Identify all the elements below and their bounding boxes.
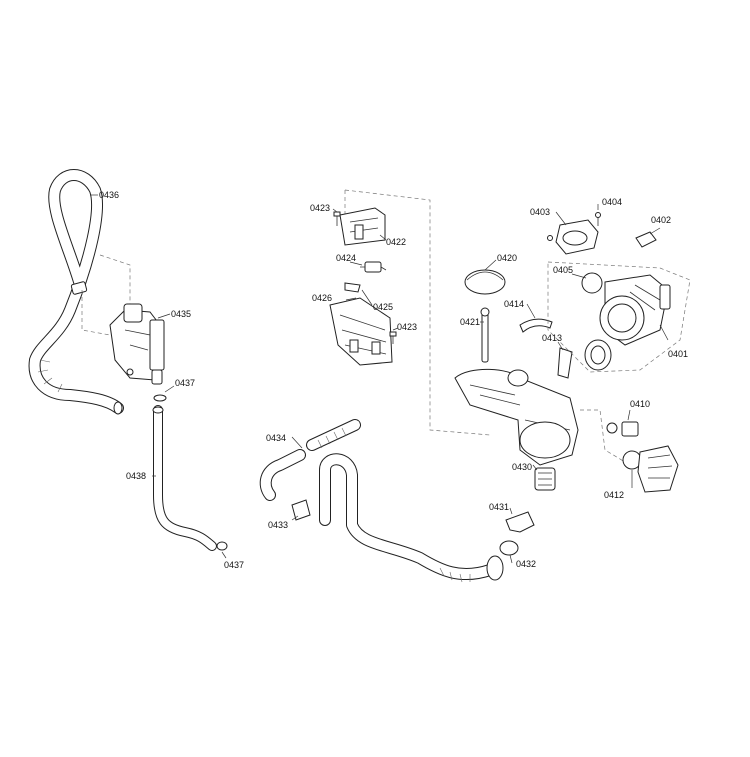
callout-0401: 0401 (668, 349, 688, 359)
pump-0401 (584, 274, 671, 371)
callout-0404: 0404 (602, 197, 622, 207)
screw-0403 (547, 235, 553, 241)
screw-0404 (595, 212, 601, 218)
leader-lines (90, 194, 669, 564)
callout-0437-top: 0437 (175, 378, 195, 388)
screw-0423-bottom (389, 331, 397, 344)
callout-0438: 0438 (126, 471, 146, 481)
callout-0405: 0405 (553, 265, 573, 275)
callout-0421: 0421 (460, 317, 480, 327)
callout-0431: 0431 (489, 502, 509, 512)
clamp-0431 (505, 511, 535, 533)
callout-labels: 0436 0435 0437 0438 0437 0423 0422 0424 … (99, 190, 688, 570)
rod-0421 (480, 307, 490, 363)
callout-0426: 0426 (312, 293, 332, 303)
callout-0435: 0435 (171, 309, 191, 319)
heater-pump-0412 (622, 445, 679, 493)
callout-0412: 0412 (604, 490, 624, 500)
callout-0410: 0410 (630, 399, 650, 409)
valve-0435 (109, 303, 165, 385)
drain-hose-main (319, 453, 504, 583)
cover-0426 (329, 297, 393, 366)
callout-0437-bottom: 0437 (224, 560, 244, 570)
ring-0405 (581, 272, 603, 294)
hose-0438 (152, 405, 217, 551)
callout-0413: 0413 (542, 333, 562, 343)
clip-0402 (635, 231, 657, 248)
cover-0403 (555, 219, 599, 255)
clip-0433 (291, 499, 311, 521)
callout-0424: 0424 (336, 253, 356, 263)
callout-0432: 0432 (516, 559, 536, 569)
callout-0423-bottom: 0423 (397, 322, 417, 332)
callout-0403: 0403 (530, 207, 550, 217)
callout-0434: 0434 (266, 433, 286, 443)
sensor-0424 (360, 261, 387, 273)
cap-0420 (464, 269, 506, 295)
clip-0425 (344, 282, 361, 293)
callout-0422: 0422 (386, 237, 406, 247)
callout-0436: 0436 (99, 190, 119, 200)
clamp-0437-bottom (216, 541, 228, 551)
hose-0434 (259, 419, 361, 501)
callout-0423-top: 0423 (310, 203, 330, 213)
bracket-0422 (339, 207, 386, 246)
filter-0430 (534, 467, 556, 491)
callout-0433: 0433 (268, 520, 288, 530)
callout-0402: 0402 (651, 215, 671, 225)
screw-0423-top (333, 211, 341, 226)
drain-hose-0436 (28, 169, 124, 415)
callout-0414: 0414 (504, 299, 524, 309)
part-0413 (557, 347, 573, 379)
ring-0432 (499, 540, 519, 556)
callout-0425: 0425 (373, 302, 393, 312)
callout-0420: 0420 (497, 253, 517, 263)
part-0410 (606, 421, 639, 437)
sump-housing (454, 368, 579, 466)
clamp-0437-top (153, 394, 167, 402)
seal-0414 (519, 318, 553, 333)
callout-0430: 0430 (512, 462, 532, 472)
